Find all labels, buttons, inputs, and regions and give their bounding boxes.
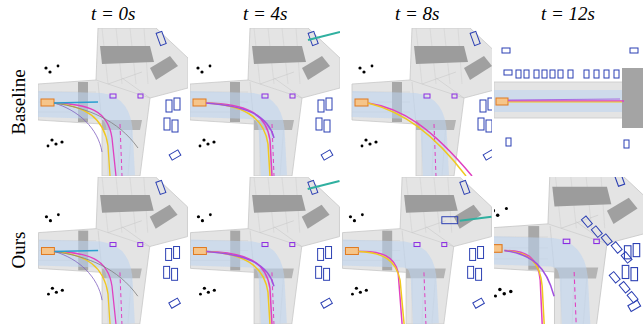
ours-t4-panel bbox=[191, 177, 340, 324]
baseline-t12-panel bbox=[494, 28, 643, 176]
time-header: t = 12s bbox=[541, 4, 595, 23]
baseline-t0-panel bbox=[38, 28, 188, 176]
ours-t8-panel bbox=[343, 177, 492, 324]
ours-t12-panel bbox=[485, 167, 643, 324]
baseline-t8-panel bbox=[352, 28, 502, 176]
ours-t0-panel bbox=[39, 177, 188, 324]
time-header: t = 4s bbox=[243, 4, 288, 23]
row-label: Ours bbox=[9, 232, 28, 269]
row-label: Baseline bbox=[9, 69, 28, 134]
time-header: t = 8s bbox=[395, 4, 440, 23]
time-header: t = 0s bbox=[91, 4, 136, 23]
baseline-t4-panel bbox=[190, 28, 340, 176]
